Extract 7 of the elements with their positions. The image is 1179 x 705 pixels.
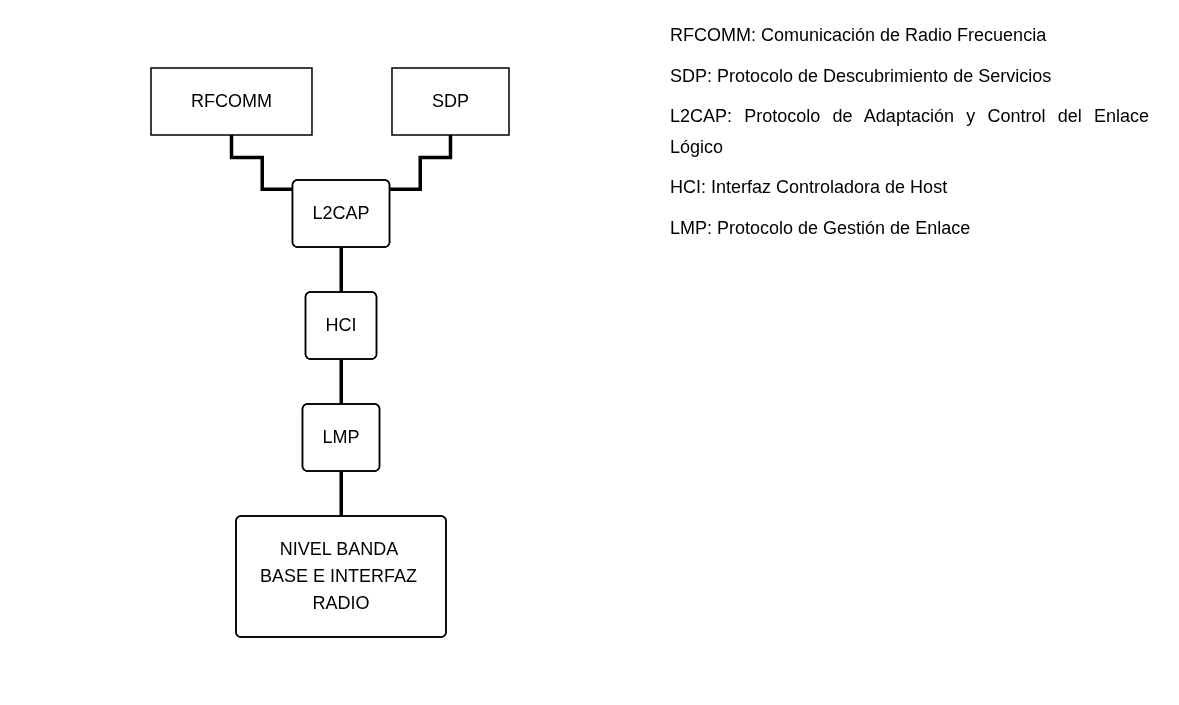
node-box: SDP: [391, 67, 510, 136]
abbreviation-definition: L2CAP: Protocolo de Adaptación y Control del Enlace Lógico: [670, 105, 1149, 159]
node-box: RFCOMM: [150, 67, 313, 136]
abbreviation-definition: HCI: Interfaz Controladora de Host: [670, 176, 949, 200]
abbreviation-definition: RFCOMM: Comunicación de Radio Frecuencia: [670, 24, 1048, 47]
abbreviation-definition: LMP: Protocolo de Gestión de Enlace: [670, 216, 972, 240]
abbreviation-definition: SDP: Protocolo de Descubrimiento de Servicios: [670, 64, 1053, 88]
